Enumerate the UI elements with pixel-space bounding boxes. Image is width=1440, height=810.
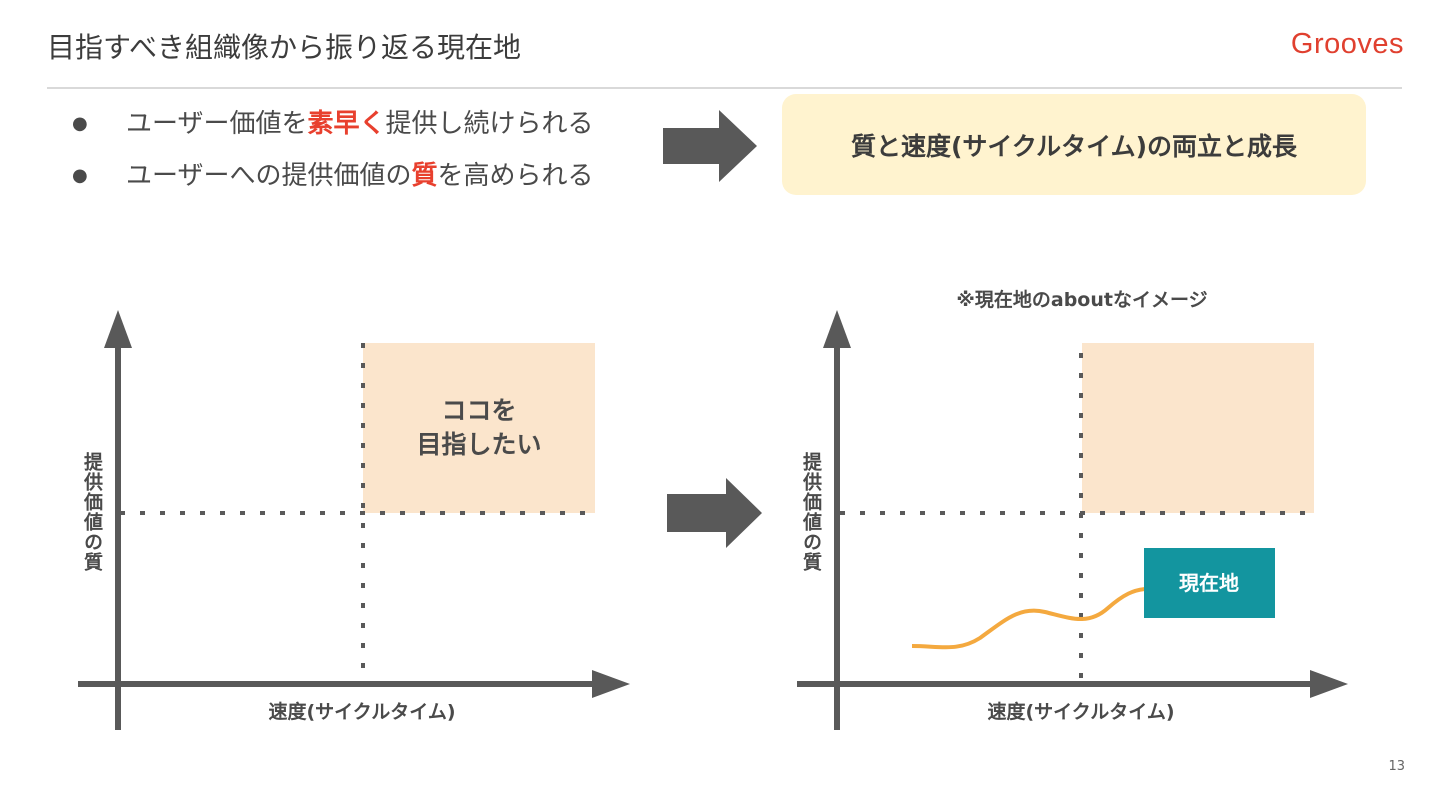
middle-arrow-icon <box>667 478 762 548</box>
goal-box: 質と速度(サイクルタイム)の両立と成長 <box>782 94 1366 195</box>
x-axis-label: 速度(サイクルタイム) <box>268 700 455 723</box>
bullet-text-before: ユーザーへの提供価値の <box>126 161 412 191</box>
y-axis-label: 提供価値の質 <box>81 451 104 572</box>
bullet-dot-icon: ● <box>72 165 88 186</box>
x-axis-arrow-icon <box>592 670 630 698</box>
right-arrow-icon <box>663 110 757 182</box>
header-divider <box>47 87 1402 89</box>
bullet-list: ● ユーザー価値を素早く提供し続けられる ● ユーザーへの提供価値の質を高められ… <box>72 98 594 202</box>
current-position-label: 現在地 <box>1179 571 1239 595</box>
current-trajectory-curve <box>911 587 1146 650</box>
bullet-item-quality: ● ユーザーへの提供価値の質を高められる <box>72 150 594 202</box>
right-chart: ※現在地のaboutなイメージ 現在地 速度(サイクルタイム) 提供価値の質 <box>797 288 1348 730</box>
page-number: 13 <box>1388 759 1405 774</box>
left-chart: ココを 目指したい 速度(サイクルタイム) 提供価値の質 <box>78 310 630 730</box>
image-caption: ※現在地のaboutなイメージ <box>956 288 1207 311</box>
bullet-item-speed: ● ユーザー価値を素早く提供し続けられる <box>72 98 594 150</box>
bullet-highlight: 素早く <box>307 109 386 139</box>
target-quadrant <box>1082 343 1314 513</box>
grooves-logo: Grooves <box>1290 28 1404 60</box>
bullet-dot-icon: ● <box>72 113 88 134</box>
current-position-box <box>1144 548 1275 618</box>
bullet-text-after: を高められる <box>437 161 594 191</box>
target-quadrant <box>363 343 595 513</box>
x-axis-arrow-icon <box>1310 670 1348 698</box>
page-title: 目指すべき組織像から振り返る現在地 <box>47 31 522 64</box>
target-text-line1: ココを <box>441 396 516 425</box>
y-axis-label: 提供価値の質 <box>800 451 823 572</box>
target-text-line2: 目指したい <box>416 430 541 459</box>
bullet-highlight: 質 <box>411 161 438 191</box>
x-axis-label: 速度(サイクルタイム) <box>987 700 1174 723</box>
bullet-text-before: ユーザー価値を <box>126 109 308 139</box>
y-axis-arrow-icon <box>104 310 132 348</box>
y-axis-arrow-icon <box>823 310 851 348</box>
bullet-text-after: 提供し続けられる <box>385 109 594 139</box>
